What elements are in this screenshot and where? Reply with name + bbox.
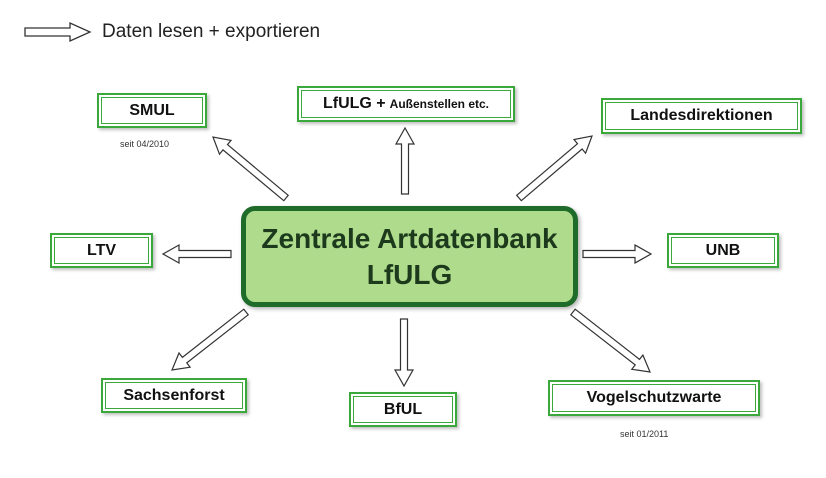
arrow-to-landesdirektionen [515, 135, 593, 202]
node-smul-label: SMUL [129, 101, 175, 119]
node-lfulg: LfULG + Außenstellen etc. [297, 86, 515, 122]
central-subtitle: LfULG [366, 258, 453, 290]
arrow-to-ltv [161, 243, 232, 265]
note-smul: seit 04/2010 [120, 139, 170, 149]
arrow-to-bful [393, 318, 415, 388]
arrow-to-unb [582, 243, 653, 265]
central-node: Zentrale Artdatenbank LfULG [241, 206, 578, 307]
arrow-to-lfulg [394, 126, 416, 195]
node-sachsenforst: Sachsenforst [101, 378, 247, 413]
arrow-to-sachsenforst [171, 308, 250, 371]
node-lfulg-suffix: Außenstellen etc. [389, 97, 490, 111]
node-landesdirektionen: Landesdirektionen [601, 98, 802, 134]
node-unb-label: UNB [705, 241, 741, 259]
legend-arrow-icon [24, 21, 92, 43]
node-ltv-label: LTV [86, 241, 117, 259]
node-unb: UNB [667, 233, 779, 268]
node-vogelschutzwarte: Vogelschutzwarte [548, 380, 760, 416]
arrow-to-smul [212, 136, 290, 202]
central-title: Zentrale Artdatenbank [261, 222, 558, 254]
node-smul: SMUL [97, 93, 207, 128]
node-bful-label: BfUL [383, 400, 423, 418]
legend-label: Daten lesen + exportieren [102, 21, 321, 42]
node-vogelschutzwarte-label: Vogelschutzwarte [586, 389, 722, 406]
node-ltv: LTV [50, 233, 153, 268]
node-bful: BfUL [349, 392, 457, 427]
note-vogelschutzwarte: seit 01/2011 [620, 429, 669, 439]
arrow-to-vogelschutzwarte [569, 308, 651, 373]
node-landesdirektionen-label: Landesdirektionen [630, 107, 773, 124]
legend: Daten lesen + exportieren [24, 20, 320, 44]
node-lfulg-label: LfULG + [322, 95, 386, 112]
node-sachsenforst-label: Sachsenforst [123, 386, 225, 404]
